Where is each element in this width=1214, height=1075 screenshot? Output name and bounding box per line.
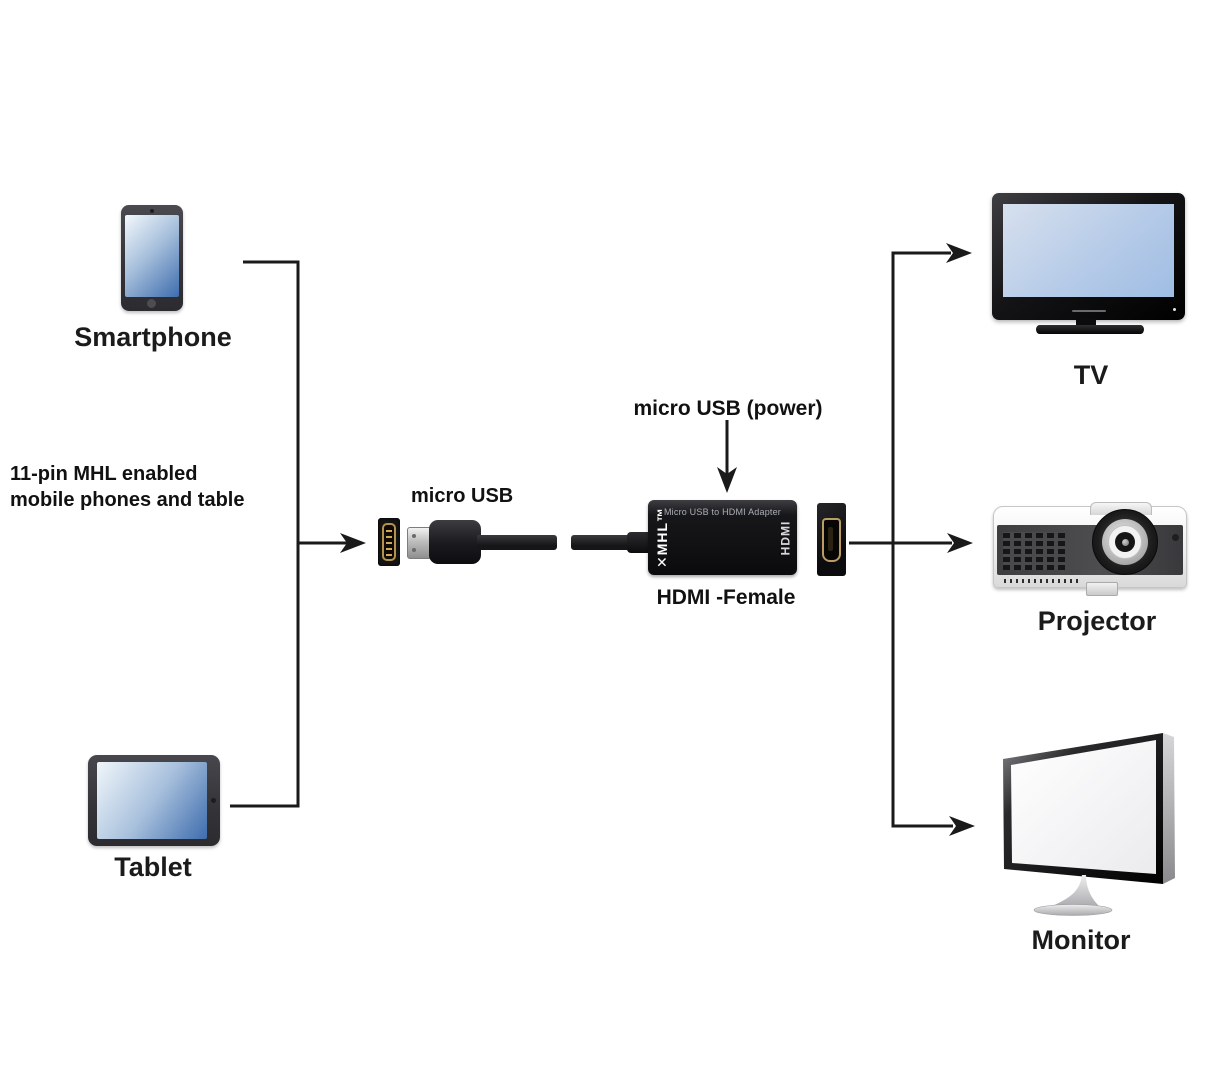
usb-cable-segment: [477, 535, 557, 550]
phone-screen: [125, 215, 179, 297]
monitor-side-panel: [1163, 733, 1175, 884]
monitor-label: Monitor: [1031, 925, 1131, 955]
projector-vent-grille: [1003, 532, 1065, 570]
smartphone-label: Smartphone: [74, 322, 232, 352]
plug-notch: [412, 548, 416, 552]
arrowhead-to-usb: [340, 533, 366, 553]
tv-stand-base: [1036, 325, 1144, 334]
hdmi-female-connector: [817, 503, 846, 576]
arrowhead-power: [717, 467, 737, 493]
tv-logo-mark: [1071, 310, 1106, 312]
micro-usb-port-opening: [382, 523, 396, 561]
plug-notch: [412, 534, 416, 538]
monitor-stand-base: [1033, 904, 1113, 916]
mhl-note-line2: mobile phones and table: [10, 489, 245, 511]
hdmi-port-opening: [822, 518, 841, 562]
left-trunk-line: [230, 260, 300, 808]
usb-cable-segment: [571, 535, 631, 550]
micro-usb-label: micro USB: [411, 485, 514, 507]
right-trunk-line: [891, 251, 953, 828]
projector-illustration: [993, 502, 1187, 596]
tablet-illustration: [88, 755, 220, 846]
monitor-illustration: [1003, 733, 1175, 916]
arrowhead-to-proj: [947, 533, 973, 553]
tv-label: TV: [1073, 360, 1109, 390]
projector-front-panel: [997, 525, 1183, 575]
hdmi-female-label: HDMI -Female: [656, 586, 796, 609]
projector-lens: [1092, 509, 1158, 575]
mhl-logo: ✕MHL™: [654, 506, 671, 569]
tablet-camera-dot: [211, 797, 216, 803]
adapter-print-text: Micro USB to HDMI Adapter: [663, 507, 782, 517]
arrowhead-to-tv: [946, 243, 972, 263]
projector-label: Projector: [1037, 606, 1157, 636]
tablet-label: Tablet: [114, 852, 192, 882]
projector-bottom-vents: [1004, 579, 1078, 583]
hdmi-port-slot: [828, 527, 833, 551]
micro-usb-power-label: micro USB (power): [633, 397, 823, 420]
phone-home-button: [147, 299, 156, 308]
tv-illustration: [992, 193, 1185, 320]
micro-usb-pins: [386, 528, 392, 556]
micro-usb-plug-body: [429, 520, 481, 564]
mhl-note-line1: 11-pin MHL enabled: [10, 463, 198, 485]
monitor-screen: [1011, 740, 1156, 874]
hdmi-logo: HDMI: [778, 520, 793, 555]
cable-strain-relief: [627, 532, 652, 553]
tablet-screen: [97, 762, 207, 839]
micro-usb-female-port: [378, 518, 400, 566]
smartphone-illustration: [121, 205, 183, 311]
monitor-stand-neck: [1047, 875, 1101, 908]
phone-camera-dot: [150, 209, 154, 213]
projector-foot: [1086, 582, 1118, 596]
arrowhead-to-mon: [949, 816, 975, 836]
tv-stand-neck: [1076, 319, 1096, 327]
mhl-note: 11-pin MHL enabled mobile phones and tab…: [10, 461, 244, 513]
tv-screen: [1003, 204, 1174, 297]
mhl-adapter: Micro USB to HDMI Adapter ✕MHL™ HDMI: [648, 500, 797, 575]
tv-indicator-light: [1173, 308, 1176, 311]
projector-side-button: [1172, 534, 1179, 541]
